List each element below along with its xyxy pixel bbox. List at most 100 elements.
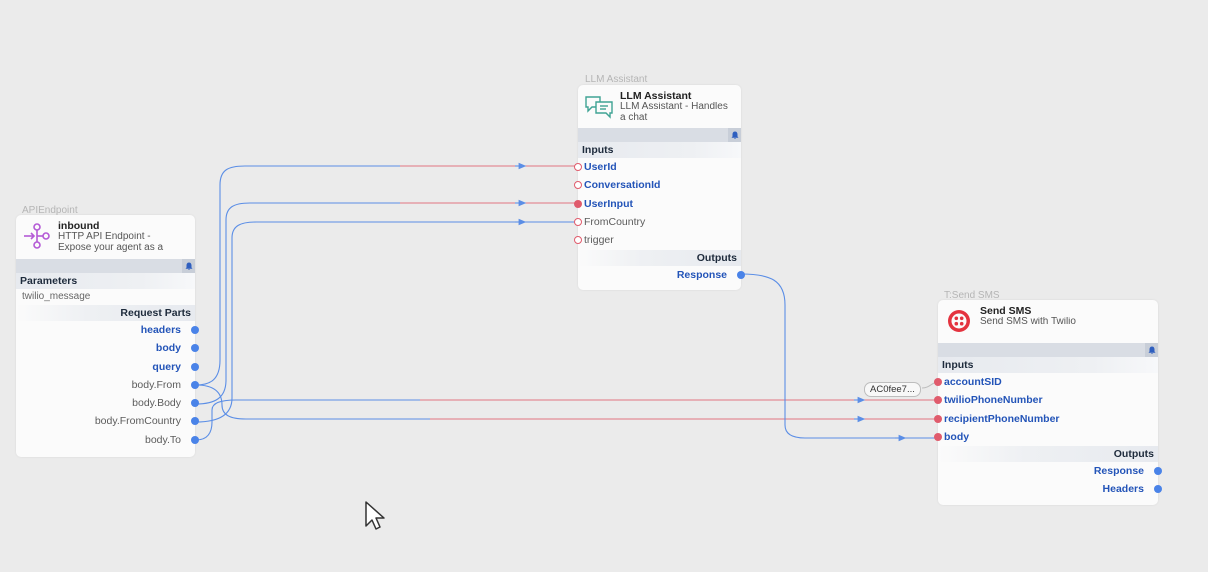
wire-country bbox=[195, 221, 578, 423]
sms-node-toolbar bbox=[938, 343, 1158, 357]
sms-inputs-section: Inputs bbox=[938, 357, 1158, 373]
port-label: trigger bbox=[584, 234, 614, 247]
sms-inputs-list: accountSID twilioPhoneNumber recipientPhon… bbox=[934, 373, 1158, 446]
output-port-row[interactable]: query bbox=[16, 358, 199, 376]
input-port-row[interactable]: body bbox=[934, 428, 1158, 446]
input-port-dot[interactable] bbox=[574, 181, 582, 190]
input-port-dot[interactable] bbox=[934, 396, 942, 405]
output-port-row[interactable]: Response bbox=[938, 462, 1162, 480]
port-label: body.To bbox=[145, 433, 181, 446]
input-port-row[interactable]: twilioPhoneNumber bbox=[934, 391, 1158, 409]
input-port-row[interactable]: recipientPhoneNumber bbox=[934, 410, 1158, 428]
port-label: body.Body bbox=[132, 397, 181, 410]
output-port-row[interactable]: body.FromCountry bbox=[16, 412, 199, 430]
llm-node-toolbar bbox=[578, 128, 741, 142]
llm-outputs-section: Outputs bbox=[578, 250, 741, 267]
port-label: body.FromCountry bbox=[94, 415, 181, 428]
api-endpoint-node[interactable]: inbound HTTP API Endpoint - Expose your … bbox=[16, 215, 199, 457]
output-port-dot[interactable] bbox=[191, 399, 199, 408]
chat-bubbles-icon bbox=[585, 96, 613, 119]
wire-from-userid bbox=[195, 165, 578, 386]
endpoint-branch-icon bbox=[24, 223, 50, 249]
input-port-row[interactable]: accountSID bbox=[934, 373, 1158, 391]
input-port-dot[interactable] bbox=[574, 163, 582, 171]
input-port-row[interactable]: trigger bbox=[574, 231, 741, 249]
port-label: query bbox=[152, 360, 181, 373]
api-node-caption: APIEndpoint bbox=[22, 205, 78, 216]
llm-node-title: LLM Assistant bbox=[620, 90, 692, 102]
port-label: UserInput bbox=[584, 197, 634, 210]
twilio-logo-icon bbox=[948, 310, 970, 332]
api-outputs-list: headers body query body.From body.Body body.F… bbox=[16, 321, 199, 449]
sms-outputs-section: Outputs bbox=[938, 446, 1158, 463]
request-parts-section: Request Parts bbox=[16, 305, 195, 321]
port-label: body bbox=[155, 342, 181, 355]
port-label: FromCountry bbox=[584, 215, 646, 228]
input-port-dot[interactable] bbox=[574, 199, 582, 208]
port-label: accountSID bbox=[944, 376, 1002, 388]
account-sid-chip[interactable]: AC0fee7... bbox=[864, 382, 921, 397]
api-node-title: inbound bbox=[58, 220, 100, 232]
output-port-dot[interactable] bbox=[191, 435, 199, 444]
port-label: body.From bbox=[131, 378, 181, 391]
llm-node-header[interactable]: LLM Assistant LLM Assistant - Handles a … bbox=[578, 85, 741, 125]
output-port-dot[interactable] bbox=[191, 344, 199, 353]
port-label: Response bbox=[676, 269, 727, 282]
input-port-row[interactable]: UserId bbox=[574, 158, 741, 176]
mouse-cursor-icon bbox=[365, 501, 385, 530]
output-port-row[interactable]: body.To bbox=[16, 431, 199, 449]
sms-node-caption: T:Send SMS bbox=[944, 290, 1000, 301]
output-port-dot[interactable] bbox=[1154, 467, 1162, 476]
llm-assistant-node[interactable]: LLM Assistant LLM Assistant - Handles a … bbox=[574, 85, 745, 290]
parameter-value[interactable]: twilio_message bbox=[22, 291, 91, 302]
wire-response-body bbox=[740, 273, 938, 439]
output-port-row[interactable]: headers bbox=[16, 321, 199, 339]
port-label: Headers bbox=[1102, 483, 1144, 496]
bell-icon[interactable] bbox=[1145, 343, 1158, 357]
output-port-row[interactable]: Response bbox=[578, 266, 745, 284]
port-label: ConversationId bbox=[584, 179, 661, 192]
input-port-dot[interactable] bbox=[934, 414, 942, 423]
llm-node-caption: LLM Assistant bbox=[585, 74, 648, 85]
output-port-dot[interactable] bbox=[1154, 485, 1162, 494]
llm-inputs-section: Inputs bbox=[578, 142, 741, 158]
port-label: body bbox=[944, 430, 970, 443]
input-port-row[interactable]: UserInput bbox=[574, 195, 741, 213]
send-sms-node[interactable]: Send SMS Send SMS with Twilio Inputs acc… bbox=[934, 300, 1162, 505]
input-port-dot[interactable] bbox=[934, 432, 942, 441]
output-port-dot[interactable] bbox=[191, 326, 199, 334]
output-port-row[interactable]: Headers bbox=[938, 480, 1162, 498]
api-node-toolbar bbox=[16, 259, 195, 273]
port-label: twilioPhoneNumber bbox=[944, 394, 1043, 407]
parameters-section: Parameters bbox=[16, 273, 195, 289]
wire-from-recipient bbox=[195, 384, 938, 420]
api-node-subtitle: HTTP API Endpoint - Expose your agent as… bbox=[58, 232, 164, 253]
output-port-row[interactable]: body bbox=[16, 339, 199, 357]
bell-icon[interactable] bbox=[182, 259, 195, 273]
port-label: headers bbox=[140, 324, 181, 336]
input-port-dot[interactable] bbox=[574, 217, 582, 226]
input-port-row[interactable]: ConversationId bbox=[574, 176, 741, 194]
input-port-row[interactable]: FromCountry bbox=[574, 213, 741, 231]
output-port-dot[interactable] bbox=[191, 380, 199, 389]
sms-node-title: Send SMS bbox=[980, 305, 1032, 317]
bell-icon[interactable] bbox=[728, 128, 741, 142]
output-port-dot[interactable] bbox=[191, 362, 199, 371]
port-label: recipientPhoneNumber bbox=[944, 412, 1060, 425]
port-label: Response bbox=[1093, 465, 1144, 478]
wire-to-twilio bbox=[195, 399, 938, 441]
llm-outputs-list: Response bbox=[578, 266, 745, 284]
output-port-row[interactable]: body.Body bbox=[16, 394, 199, 412]
output-port-row[interactable]: body.From bbox=[16, 376, 199, 394]
sms-node-subtitle: Send SMS with Twilio bbox=[980, 317, 1076, 327]
output-port-dot[interactable] bbox=[191, 417, 199, 426]
api-node-header[interactable]: inbound HTTP API Endpoint - Expose your … bbox=[16, 215, 195, 255]
output-port-dot[interactable] bbox=[737, 271, 745, 280]
input-port-dot[interactable] bbox=[934, 378, 942, 386]
sms-node-header[interactable]: Send SMS Send SMS with Twilio bbox=[938, 300, 1158, 340]
input-port-dot[interactable] bbox=[574, 236, 582, 245]
port-label: UserId bbox=[584, 161, 617, 173]
